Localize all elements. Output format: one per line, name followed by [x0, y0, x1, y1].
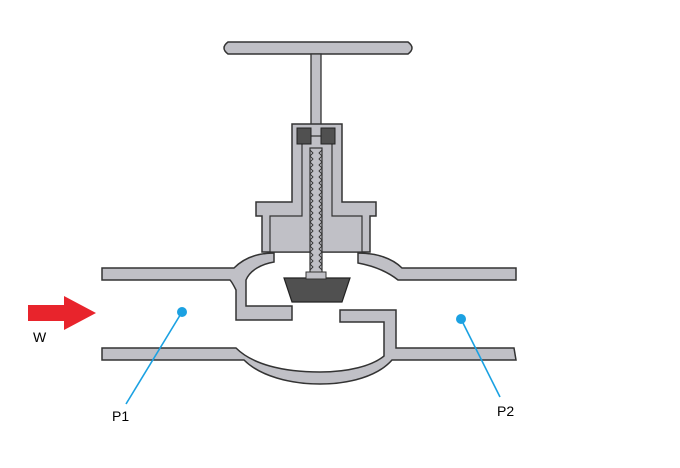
- handwheel: [223, 41, 413, 55]
- packing-nut-right: [320, 127, 336, 145]
- flow-label: W: [33, 329, 47, 345]
- packing-nut-left: [296, 127, 312, 145]
- valve-body: [101, 252, 517, 385]
- valve-disc: [283, 277, 351, 303]
- p2-pointer: [456, 314, 501, 398]
- arrow-right-icon: [28, 296, 96, 330]
- disc-holder: [305, 271, 327, 280]
- p1-pointer: [125, 307, 187, 405]
- threaded-stem: [309, 147, 323, 277]
- p2-label: P2: [497, 403, 515, 419]
- p1-label: P1: [112, 408, 130, 424]
